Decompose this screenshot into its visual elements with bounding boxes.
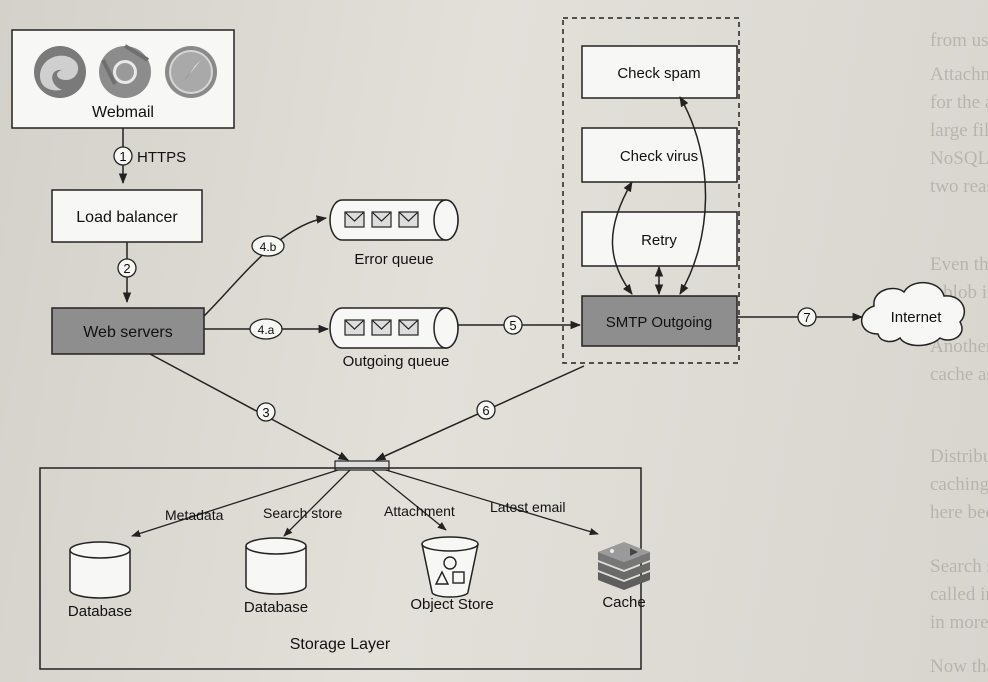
bg-text-line: Now that we have discussed some of the m… xyxy=(930,656,988,677)
storage-layer-label: Storage Layer xyxy=(290,636,391,653)
edge-7: 7 xyxy=(737,307,864,327)
bg-text-line: called inverted index [13] that supports… xyxy=(930,584,988,605)
edge-4b: 4.b xyxy=(203,215,328,317)
outgoing-queue-label: Outgoing queue xyxy=(343,353,450,370)
check-spam-box: Check spam xyxy=(581,45,738,99)
step-4b: 4.b xyxy=(260,240,277,254)
search-store-edge-label: Search store xyxy=(263,505,343,521)
webmail-box: Webmail xyxy=(11,29,235,129)
internet-cloud: Internet xyxy=(861,282,965,347)
database-metadata: Database xyxy=(68,541,132,620)
bg-text-line: Another problem with putting attachments… xyxy=(930,336,988,357)
error-queue-label: Error queue xyxy=(354,251,433,268)
check-spam-label: Check spam xyxy=(617,65,700,82)
envelope-icon xyxy=(344,319,365,336)
envelope-icon xyxy=(344,211,365,228)
cache: Cache xyxy=(598,542,650,611)
envelope-icon xyxy=(398,211,419,228)
bg-text-line: NoSQL column-family database like Cassan… xyxy=(930,148,988,169)
load-balancer-label: Load balancer xyxy=(76,209,178,226)
storage-edges: Metadata Search store Attachment Latest … xyxy=(131,469,599,537)
web-servers-label: Web servers xyxy=(83,324,173,341)
webmail-label: Webmail xyxy=(92,104,154,121)
step-3: 3 xyxy=(262,405,269,420)
bucket-icon xyxy=(421,543,479,598)
bg-text-line: large files such as images, videos, file… xyxy=(930,120,988,141)
outgoing-queue: Outgoing queue xyxy=(329,307,459,370)
safari-browser-icon xyxy=(165,46,217,98)
storage-hub xyxy=(334,460,390,471)
step-5: 5 xyxy=(509,318,516,333)
edge-2: 2 xyxy=(117,242,137,304)
bg-text-line: cache as attachments take too much memor… xyxy=(930,364,988,385)
https-label: HTTPS xyxy=(137,149,186,166)
database-icon xyxy=(69,541,131,559)
cache-label: Cache xyxy=(602,594,645,611)
bg-text-line: in more detail in the deep dive section. xyxy=(930,612,988,633)
error-queue: Error queue xyxy=(329,199,459,268)
bg-text-line: for the attachment store. S3 is a scalab… xyxy=(930,92,988,113)
check-virus-label: Check virus xyxy=(620,148,698,165)
edge-https: 1 HTTPS xyxy=(113,128,186,185)
step-1: 1 xyxy=(119,149,126,164)
envelope-icon xyxy=(371,319,392,336)
edge-4a: 4.a xyxy=(204,318,330,340)
chrome-browser-icon xyxy=(99,44,151,98)
bg-text-line: from use, to store, etc. We discuss the … xyxy=(930,30,988,51)
edge-browser-icon xyxy=(34,46,86,98)
internet-label: Internet xyxy=(891,309,943,326)
smtp-outgoing-label: SMTP Outgoing xyxy=(606,314,712,331)
edge-3: 3 xyxy=(149,353,349,461)
bg-text-line: Distributed cache. Since the most recent… xyxy=(930,446,988,467)
metadata-edge-label: Metadata xyxy=(165,507,224,523)
object-store-label: Object Store xyxy=(410,596,493,613)
step-6: 6 xyxy=(482,403,489,418)
edge-5: 5 xyxy=(458,315,582,335)
bg-text-line: Search store. The search store is a dist… xyxy=(930,556,988,577)
database-icon xyxy=(245,537,307,555)
latest-email-edge-label: Latest email xyxy=(490,499,565,515)
web-servers-box: Web servers xyxy=(51,307,205,355)
step-2: 2 xyxy=(123,261,130,276)
load-balancer-box: Load balancer xyxy=(51,189,203,243)
worker-arrows xyxy=(611,96,707,296)
check-virus-box: Check virus xyxy=(581,127,738,183)
edge-6: 6 xyxy=(375,365,585,461)
envelope-icon xyxy=(398,319,419,336)
bg-text-line: Even though Cassandra supports blob data… xyxy=(930,254,988,275)
database-search-label: Database xyxy=(244,599,308,616)
database-metadata-label: Database xyxy=(68,603,132,620)
redis-icon xyxy=(598,542,650,590)
smtp-outgoing-box: SMTP Outgoing xyxy=(581,295,738,347)
bg-text-line: caching recent emails in memory signific… xyxy=(930,474,988,495)
bg-text-line: here because it offers rich features suc… xyxy=(930,502,988,523)
object-store: Object Store xyxy=(410,536,494,613)
background-page-text: from use, to store, etc. We discuss the … xyxy=(930,30,988,677)
bg-text-line: Attachment store. We use object store su… xyxy=(930,64,988,85)
envelope-icon xyxy=(371,211,392,228)
step-4a: 4.a xyxy=(258,323,275,337)
retry-box: Retry xyxy=(581,211,738,267)
step-7: 7 xyxy=(803,310,810,325)
bg-text-line: two reasons: xyxy=(930,176,988,197)
database-search: Database xyxy=(244,537,308,616)
retry-label: Retry xyxy=(641,232,677,249)
attachment-edge-label: Attachment xyxy=(384,503,455,519)
